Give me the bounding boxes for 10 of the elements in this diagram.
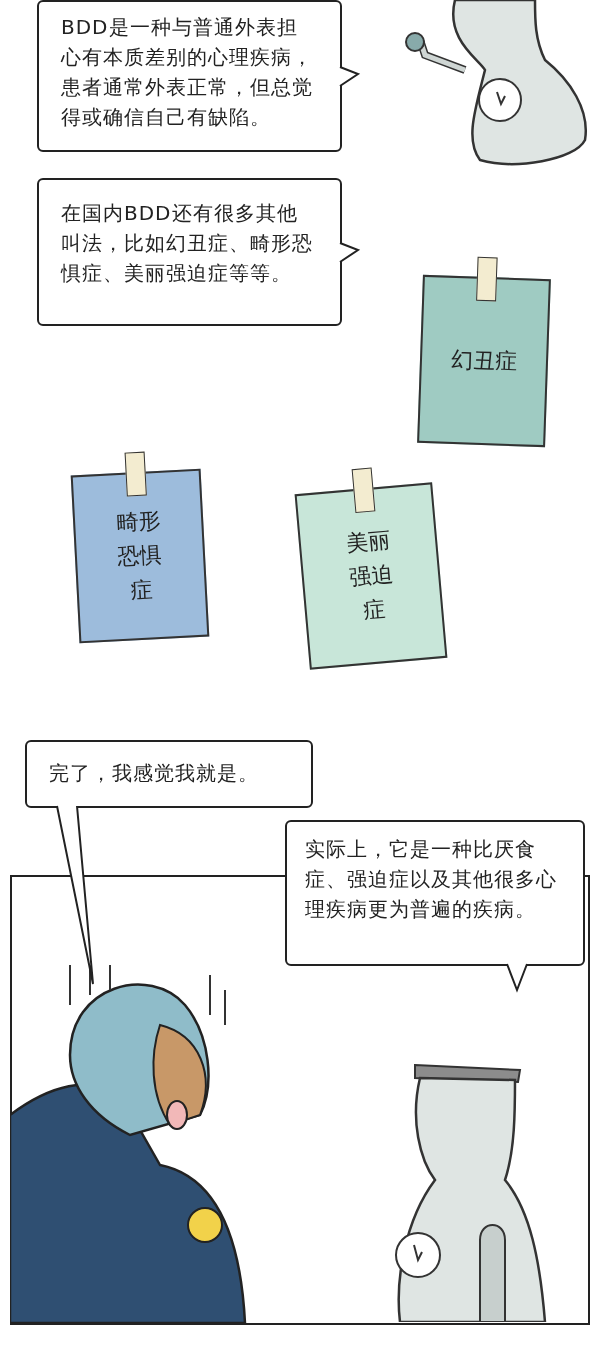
note-text: 畸形恐惧症 [114,506,164,605]
speech-bubble [37,178,342,326]
bubble-text: 在国内BDD还有很多其他叫法，比如幻丑症、畸形恐惧症、美丽强迫症等等。 [61,200,314,287]
bubble-text: 实际上，它是一种比厌食症、强迫症以及其他很多心理疾病更为普遍的疾病。 [305,836,558,923]
bubble-text: 完了，我感觉我就是。 [49,760,260,787]
note-text: 幻丑症 [449,345,519,377]
speech-bubble [37,0,342,152]
bubble-text: BDD是一种与普通外表担心有本质差别的心理疾病，患者通常外表正常，但总觉得或确信自己有缺陷。 [61,14,314,131]
note-text: 美丽强迫症 [344,526,395,625]
speech-bubble [285,820,585,966]
